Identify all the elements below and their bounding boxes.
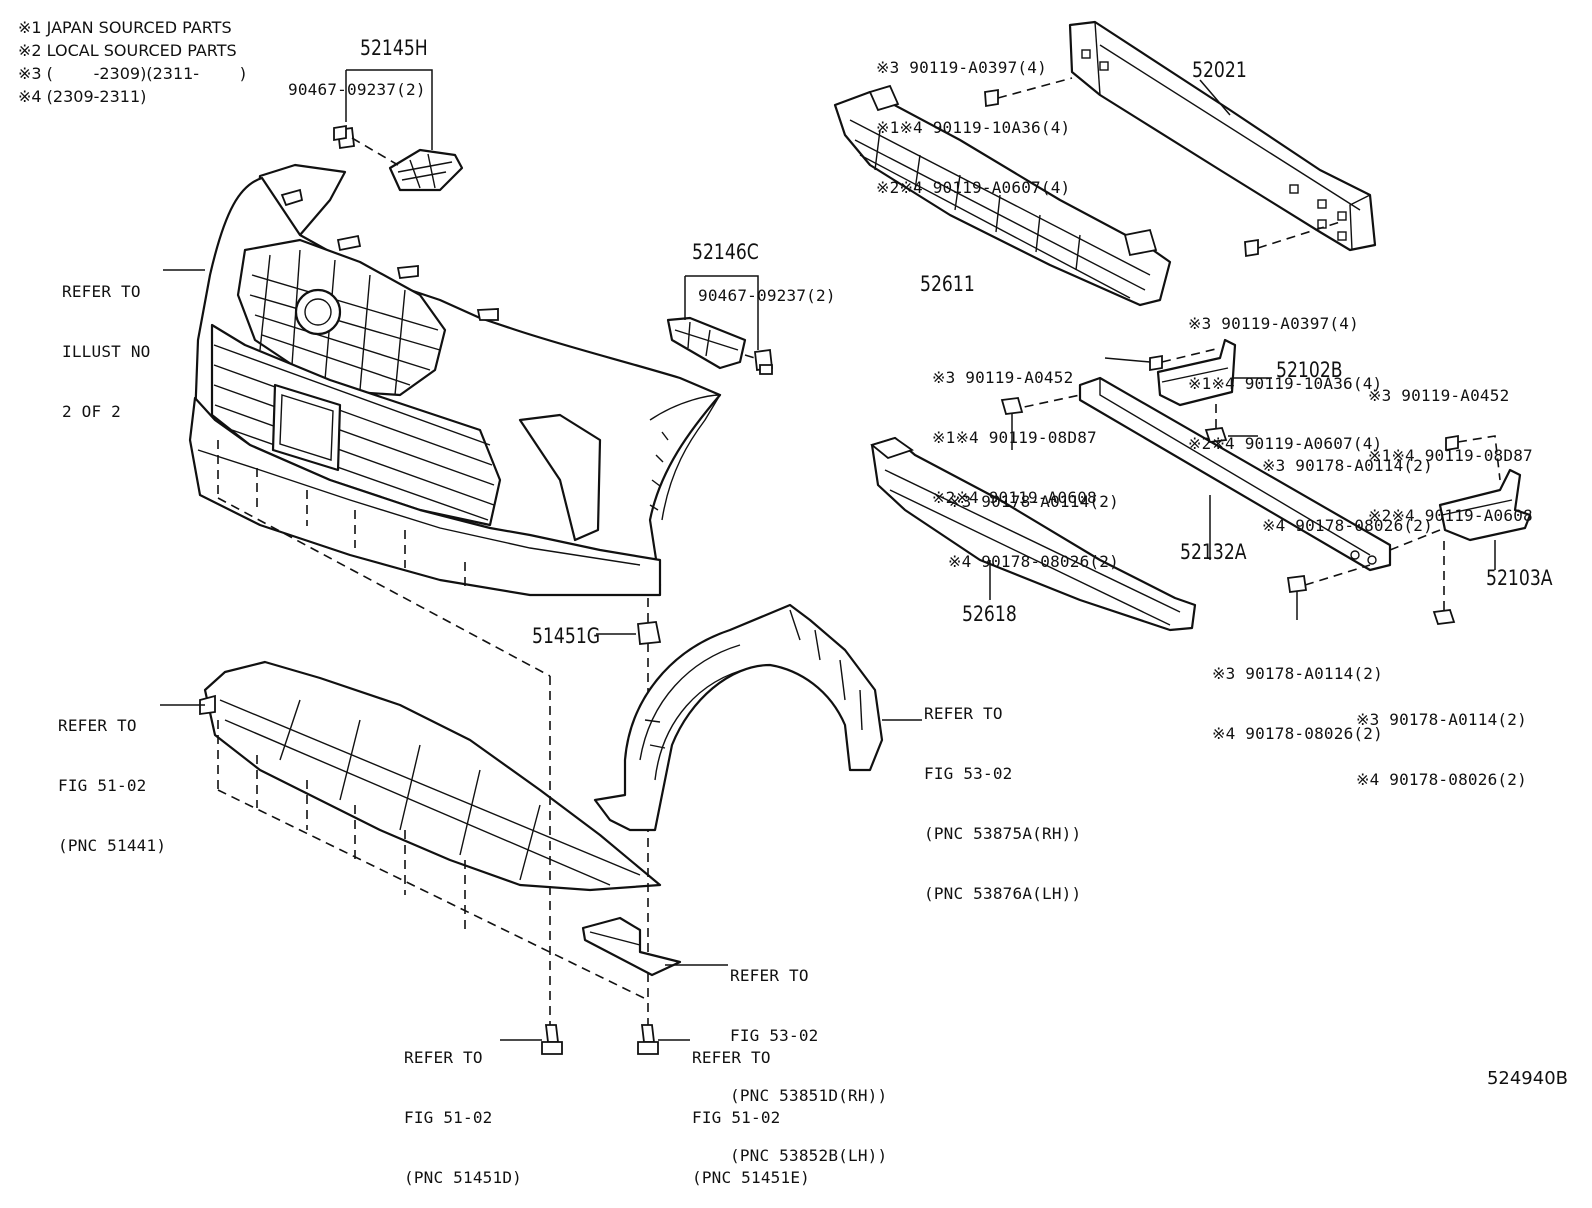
fastener-line: ※3 90119-A0397(4): [1188, 314, 1359, 333]
refer-line: REFER TO: [404, 1048, 483, 1067]
refer-line: REFER TO: [58, 716, 137, 735]
absorber-52618-drawing: [870, 436, 1197, 632]
legend-line: ※3 ( -2309)(2311- ): [18, 64, 246, 83]
callout-left-nut: ※3 90178-A0114(2) ※4 90178-08026(2): [948, 452, 1119, 592]
bumper-cover-drawing: [188, 163, 722, 597]
callout-52132a-nut: ※3 90178-A0114(2) ※4 90178-08026(2): [1212, 624, 1383, 764]
fastener-line: ※2※4 90119-A0608: [1368, 506, 1533, 525]
refer-line: FIG 53-02: [730, 1026, 819, 1045]
fender-liner-drawing: [593, 603, 884, 832]
refer-fig-51-02-screw-e: REFER TO FIG 51-02 (PNC 51451E): [692, 1008, 810, 1208]
refer-line: FIG 51-02: [692, 1108, 781, 1127]
side-guide-drawing: [581, 916, 682, 977]
refer-line: (PNC 53876A(LH)): [924, 884, 1082, 903]
fastener-line: ※3 90178-A0114(2): [1212, 664, 1383, 683]
fastener-line: ※1※4 90119-08D87: [1368, 446, 1533, 465]
fastener-line: ※4 90178-08026(2): [948, 552, 1119, 571]
refer-line: 2 OF 2: [62, 402, 121, 421]
fastener-line: ※3 90119-A0397(4): [876, 58, 1047, 77]
legend-line: ※2 LOCAL SOURCED PARTS: [18, 41, 237, 60]
refer-line: (PNC 53875A(RH)): [924, 824, 1082, 843]
absorber-52611-drawing: [833, 84, 1172, 307]
legend: ※1 JAPAN SOURCED PARTS ※2 LOCAL SOURCED …: [18, 16, 246, 108]
fastener-line: ※3 90119-A0452: [1368, 386, 1510, 405]
fastener-line: ※3 90178-A0114(2): [948, 492, 1119, 511]
fastener-line: ※1※4 90119-10A36(4): [1188, 374, 1383, 393]
callout-52102b-nut: ※3 90178-A0114(2) ※4 90178-08026(2): [1262, 416, 1433, 556]
callout-52102b: 52102B: [1276, 358, 1343, 382]
bumper-to-undercover-leaders: [217, 440, 551, 677]
fastener-line: ※4 90178-08026(2): [1212, 724, 1383, 743]
fastener-line: ※1※4 90119-10A36(4): [876, 118, 1071, 137]
undercover-drawing: [199, 660, 662, 892]
reinforcement-52021-drawing: [984, 20, 1377, 258]
fastener-line: ※3 90178-A0114(2): [1356, 710, 1527, 729]
refer-illust: REFER TO ILLUST NO 2 OF 2: [62, 242, 151, 442]
refer-line: ILLUST NO: [62, 342, 151, 361]
refer-line: FIG 51-02: [404, 1108, 493, 1127]
legend-line: ※1 JAPAN SOURCED PARTS: [18, 18, 232, 37]
callout-52103a: 52103A: [1486, 566, 1553, 590]
callout-52145h-bolt: 90467-09237(2): [288, 80, 426, 99]
refer-line: (PNC 51451D): [404, 1168, 522, 1187]
bracket-52102b-drawing: [1104, 338, 1272, 443]
fastener-line: ※3 90178-A0114(2): [1262, 456, 1433, 475]
refer-line: FIG 51-02: [58, 776, 147, 795]
callout-52021-bolts: ※3 90119-A0397(4) ※1※4 90119-10A36(4) ※2…: [876, 18, 1070, 218]
callout-52132a: 52132A: [1180, 540, 1247, 564]
refer-fig-51-02-screw-d: REFER TO FIG 51-02 (PNC 51451D): [404, 1008, 522, 1208]
callout-52611-bolts: ※3 90119-A0397(4) ※1※4 90119-10A36(4) ※2…: [1188, 274, 1382, 474]
diagram-id: 524940B: [1486, 1068, 1568, 1089]
fastener-line: ※4 90178-08026(2): [1356, 770, 1527, 789]
reinforcement-52132a-drawing: [1009, 376, 1392, 586]
callout-52145h: 52145H: [360, 36, 428, 60]
refer-line: (PNC 51451E): [692, 1168, 810, 1187]
bracket-52146c-drawing: [666, 275, 773, 375]
fastener-line: ※1※4 90119-08D87: [932, 428, 1097, 447]
refer-line: REFER TO: [924, 704, 1003, 723]
callout-52103a-bolts: ※3 90119-A0452 ※1※4 90119-08D87 ※2※4 901…: [1368, 346, 1533, 546]
callout-52146c: 52146C: [692, 240, 759, 264]
callout-52102b-bolts: ※3 90119-A0452 ※1※4 90119-08D87 ※2※4 901…: [932, 328, 1097, 528]
callout-51451g: 51451G: [532, 624, 601, 648]
refer-line: (PNC 51441): [58, 836, 167, 855]
fastener-line: ※4 90178-08026(2): [1262, 516, 1433, 535]
refer-line: REFER TO: [730, 966, 809, 985]
parts-diagram-art: [160, 20, 1532, 1055]
callout-52103a-nut: ※3 90178-A0114(2) ※4 90178-08026(2): [1356, 670, 1527, 810]
callout-52021: 52021: [1192, 58, 1247, 82]
fastener-line: ※2※4 90119-A0607(4): [876, 178, 1071, 197]
bracket-52103a-drawing: [1389, 434, 1532, 625]
bracket-52145h-drawing: [333, 69, 464, 192]
callout-52611: 52611: [920, 272, 975, 296]
fastener-line: ※2※4 90119-A0607(4): [1188, 434, 1383, 453]
refer-fig-51-02-undercover: REFER TO FIG 51-02 (PNC 51441): [58, 676, 166, 876]
refer-line: REFER TO: [62, 282, 141, 301]
fastener-line: ※2※4 90119-A0608: [932, 488, 1097, 507]
legend-line: ※4 (2309-2311): [18, 87, 147, 106]
callout-52146c-bolt: 90467-09237(2): [698, 286, 836, 305]
fastener-line: ※3 90119-A0452: [932, 368, 1074, 387]
callout-52618: 52618: [962, 602, 1017, 626]
refer-line: REFER TO: [692, 1048, 771, 1067]
refer-fig-53-02-liner: REFER TO FIG 53-02 (PNC 53875A(RH)) (PNC…: [924, 664, 1081, 924]
refer-line: FIG 53-02: [924, 764, 1013, 783]
